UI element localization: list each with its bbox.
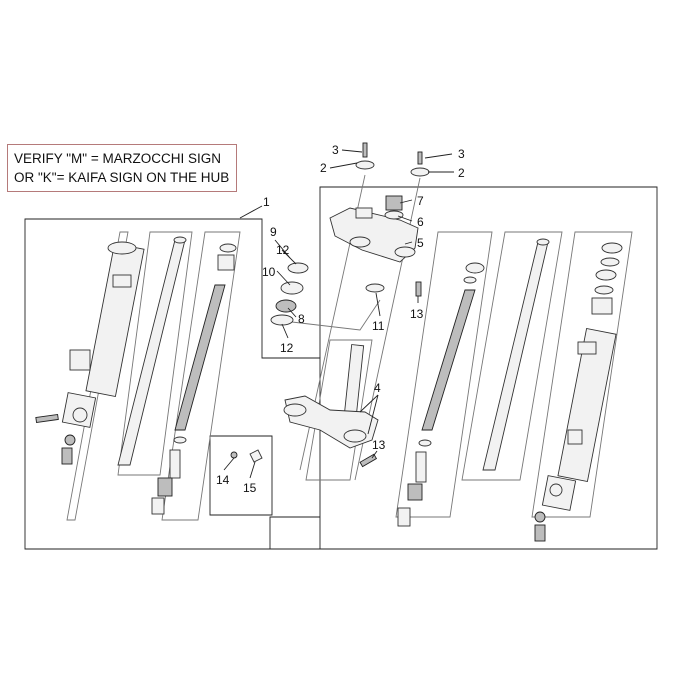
right-lower-bolt	[534, 511, 546, 542]
left-fork-slider	[61, 241, 145, 428]
callout-3-left: 3	[332, 143, 339, 157]
callout-8: 8	[298, 312, 305, 326]
left-lower-bolt	[61, 434, 76, 465]
callout-2-right: 2	[458, 166, 465, 180]
right-stanchion-tube	[482, 238, 550, 471]
right-fork-frame	[269, 186, 658, 550]
callout-12-top: 12	[276, 243, 290, 257]
right-guides	[305, 231, 633, 518]
right-fork-seals	[591, 242, 623, 315]
callout-12-bottom: 12	[280, 341, 294, 355]
bearing-stack	[270, 262, 385, 326]
callout-5: 5	[417, 236, 424, 250]
right-fork-spring	[421, 262, 485, 431]
callout-3-right: 3	[458, 147, 465, 161]
callout-14: 14	[216, 473, 230, 487]
callout-6: 6	[417, 215, 424, 229]
lower-triple-clamp	[283, 344, 379, 449]
left-damper-rod	[151, 436, 187, 515]
top-cap-right	[410, 151, 430, 177]
callout-13-bottom: 13	[372, 438, 386, 452]
right-fork-slider	[541, 327, 617, 511]
callout-11: 11	[372, 319, 385, 333]
callout-2-left: 2	[320, 161, 327, 175]
note-line-1: VERIFY "M" = MARZOCCHI SIGN	[14, 151, 221, 166]
left-fork-spring	[174, 243, 237, 431]
callout-15: 15	[243, 481, 257, 495]
note-line-2: OR "K"= KAIFA SIGN ON THE HUB	[14, 170, 230, 185]
clamp-bolt-top	[415, 281, 422, 297]
right-damper-rod	[397, 439, 432, 527]
note-box: VERIFY "M" = MARZOCCHI SIGN OR "K"= KAIF…	[7, 144, 237, 192]
callout-9: 9	[270, 225, 277, 239]
callout-4: 4	[374, 381, 381, 395]
steering-nut	[384, 195, 404, 220]
callouts: 1 2 3 2 3 7 6 5 9 12 10 8 11 12 13 4 13 …	[216, 143, 465, 495]
detail-frame	[209, 435, 273, 516]
upper-triple-clamp	[329, 207, 419, 263]
clamp-bolt-lower	[359, 453, 378, 468]
callout-13-top: 13	[410, 307, 424, 321]
top-cap-left	[355, 142, 375, 170]
left-axle-bolt	[35, 413, 59, 424]
callout-10: 10	[262, 265, 276, 279]
callout-1: 1	[263, 195, 270, 209]
leader-lines	[223, 149, 454, 479]
detail-screw-and-clip	[230, 449, 263, 463]
callout-7: 7	[417, 194, 424, 208]
left-stanchion-tube	[117, 236, 187, 466]
